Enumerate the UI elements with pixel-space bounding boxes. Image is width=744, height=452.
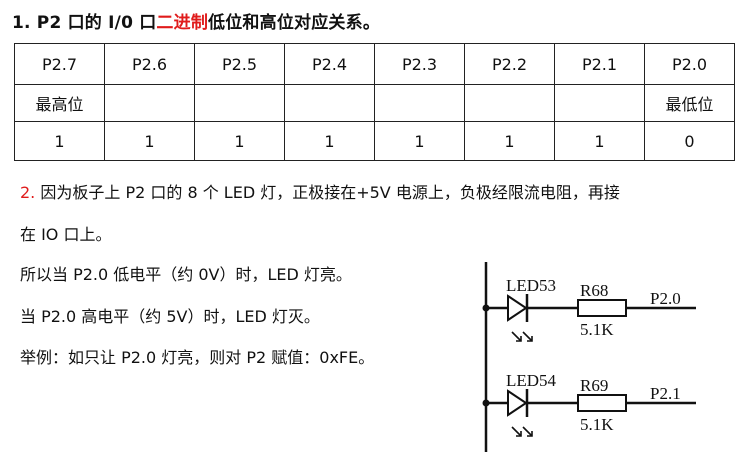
table-cell [374, 84, 465, 122]
paragraph-text: 因为板子上 P2 口的 8 个 LED 灯，正极接在+5V 电源上，负极经限流电… [35, 183, 620, 202]
resistor-icon [577, 394, 627, 412]
table-header-cell: P2.3 [374, 43, 465, 85]
table-cell [104, 84, 195, 122]
led-circuit-bottom: LED54 R69 5.1K P2.1 [482, 371, 696, 437]
paragraph-2-line-1: 2. 因为板子上 P2 口的 8 个 LED 灯，正极接在+5V 电源上，负极经… [20, 183, 620, 203]
table-cell: 1 [464, 121, 555, 161]
table-cell: 1 [194, 121, 285, 161]
light-arrow-icon [511, 426, 533, 437]
section-heading: 1. P2 口的 I/0 口二进制低位和高位对应关系。 [12, 8, 380, 33]
heading-suffix: 低位和高位对应关系。 [208, 13, 381, 33]
table-cell: 1 [284, 121, 375, 161]
resistor-icon [577, 299, 627, 317]
table-cell [464, 84, 555, 122]
table-cell: 1 [104, 121, 195, 161]
table-cell: 0 [644, 121, 735, 161]
table-cell: 1 [554, 121, 645, 161]
table-header-cell: P2.6 [104, 43, 195, 85]
port-label: P2.1 [650, 384, 681, 403]
resistor-value: 5.1K [580, 320, 614, 339]
led-label: LED53 [506, 276, 556, 295]
table-cell: 最高位 [14, 84, 105, 122]
table-header-row: P2.7 P2.6 P2.5 P2.4 P2.3 P2.2 P2.1 P2.0 [14, 43, 735, 85]
table-row: 最高位 最低位 [14, 84, 735, 122]
light-arrow-icon [511, 331, 533, 342]
resistor-label: R68 [580, 281, 608, 300]
table-header-cell: P2.0 [644, 43, 735, 85]
paragraph-2-line-2: 在 IO 口上。 [20, 225, 112, 244]
table-cell: 最低位 [644, 84, 735, 122]
table-cell [284, 84, 375, 122]
heading-prefix: 1. P2 口的 I/0 口 [12, 13, 157, 33]
port-label: P2.0 [650, 289, 681, 308]
resistor-value: 5.1K [580, 415, 614, 434]
led-schematic: LED53 R68 5.1K P2.0 LED54 R69 5.1K P2.1 [482, 262, 696, 452]
paragraph-number: 2. [20, 183, 36, 202]
table-header-cell: P2.2 [464, 43, 555, 85]
led-circuit-top: LED53 R68 5.1K P2.0 [482, 276, 696, 342]
resistor-label: R69 [580, 376, 608, 395]
diode-icon [507, 389, 528, 417]
example-line: 举例：如只让 P2.0 灯亮，则对 P2 赋值：0xFE。 [20, 348, 375, 367]
table-header-cell: P2.5 [194, 43, 285, 85]
heading-highlight: 二进制 [156, 13, 209, 33]
table-cell [194, 84, 285, 122]
table-header-cell: P2.4 [284, 43, 375, 85]
table-cell: 1 [374, 121, 465, 161]
low-level-line: 所以当 P2.0 低电平（约 0V）时，LED 灯亮。 [20, 265, 352, 284]
table-row: 1 1 1 1 1 1 1 0 [14, 121, 735, 161]
table-header-cell: P2.1 [554, 43, 645, 85]
table-cell: 1 [14, 121, 105, 161]
diode-icon [507, 294, 528, 322]
bit-mapping-table: P2.7 P2.6 P2.5 P2.4 P2.3 P2.2 P2.1 P2.0 … [14, 43, 735, 161]
table-header-cell: P2.7 [14, 43, 105, 85]
high-level-line: 当 P2.0 高电平（约 5V）时，LED 灯灭。 [20, 307, 320, 326]
led-label: LED54 [506, 371, 557, 390]
table-cell [554, 84, 645, 122]
